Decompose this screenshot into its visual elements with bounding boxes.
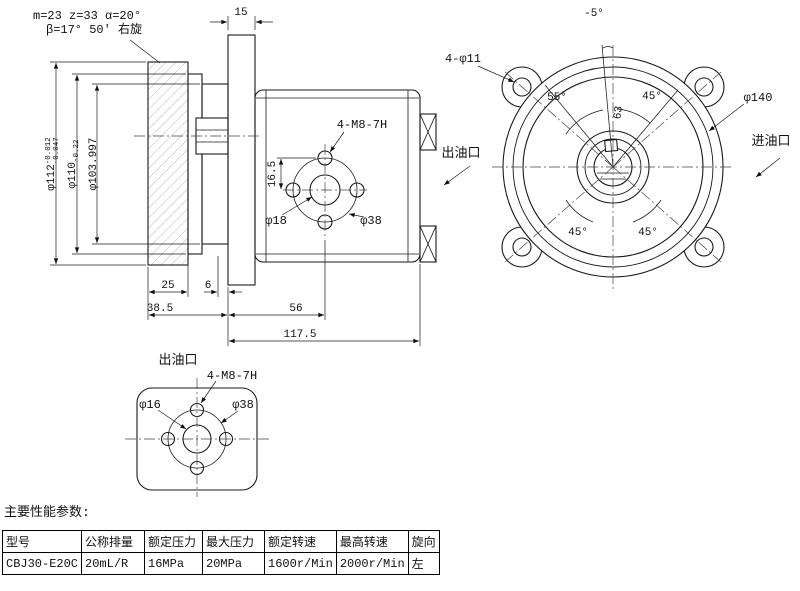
dim-6-label: 6: [205, 280, 212, 292]
dim-phi110-label: φ110-0.22: [67, 140, 81, 189]
dim-phi103-label: φ103.997: [88, 138, 100, 191]
cell-rotation: 左: [407, 552, 440, 575]
label-phi38-port: φ38: [232, 398, 254, 412]
dim-phi112-base: φ112: [46, 164, 58, 190]
port-view-leaders: [157, 380, 239, 430]
side-view-centerlines: [134, 135, 367, 238]
label-4phi11: 4-φ11: [445, 52, 481, 66]
dim-phi110-sub: -0.22: [73, 140, 81, 163]
cell-max-pressure: 20MPa: [202, 552, 266, 575]
dim-phi112-sup: -0.012: [45, 137, 53, 164]
col-header-max-pressure: 最大压力: [202, 530, 266, 553]
col-header-rated-pressure: 额定压力: [144, 530, 204, 553]
label-phi18: φ18: [265, 214, 287, 228]
angle-45-top-label: 45°: [642, 91, 662, 103]
col-header-displacement: 公称排量: [81, 530, 146, 553]
side-view-leaders: [129, 39, 365, 218]
front-view-leaders: [443, 65, 781, 186]
port-view-centerlines: [125, 378, 269, 497]
technical-drawing: m=23 z=33 α=20° β=17° 50′ 右旋 15 φ112-0.0…: [33, 7, 791, 497]
cell-rated-pressure: 16MPa: [144, 552, 204, 575]
table-caption: 主要性能参数:: [4, 505, 90, 520]
dim-15-label: 15: [234, 7, 247, 19]
dim-56-label: 56: [289, 303, 302, 315]
cell-max-speed: 2000r/Min: [335, 552, 409, 575]
label-4m8-7h-port: 4-M8-7H: [207, 369, 257, 383]
spec-header-row: 型号 公称排量 额定压力 最大压力 额定转速 最高转速 旋向: [1, 530, 440, 553]
port-outlet-label: 出油口: [158, 353, 197, 368]
side-view-dimensions: [50, 16, 421, 346]
inlet-port-label: 进油口: [751, 134, 790, 149]
gear-note-line2: β=17° 50′ 右旋: [46, 21, 142, 37]
label-4m8-7h-side: 4-M8-7H: [337, 118, 387, 132]
label-phi16: φ16: [139, 398, 161, 412]
side-view-geometry: [147, 34, 437, 286]
label-phi140: φ140: [744, 91, 773, 105]
drawing-labels: m=23 z=33 α=20° β=17° 50′ 右旋 15 φ112-0.0…: [33, 7, 791, 412]
angle-45-br-label: 45°: [638, 227, 658, 239]
dim-25-label: 25: [161, 280, 174, 292]
dim-16-5-label: 16.5: [267, 161, 279, 187]
dim-phi112-sub: -0.047: [53, 137, 61, 164]
label-phi38-side: φ38: [360, 214, 382, 228]
col-header-model: 型号: [1, 530, 83, 553]
cell-displacement: 20mL/R: [81, 552, 146, 575]
spec-value-row: CBJ30-E20C 20mL/R 16MPa 20MPa 1600r/Min …: [1, 552, 440, 575]
col-header-rotation: 旋向: [407, 530, 440, 553]
gear-note-line1: m=23 z=33 α=20°: [33, 9, 141, 23]
spec-table: 型号 公称排量 额定压力 最大压力 额定转速 最高转速 旋向 CBJ30-E20…: [1, 530, 440, 575]
angle-55-label: 55°: [547, 92, 567, 104]
dim-117-5-label: 117.5: [283, 329, 316, 341]
front-view-centerlines: [492, 45, 734, 292]
dim-38-5-label: 38.5: [147, 303, 173, 315]
dim-minus5-label: -5°: [584, 8, 604, 20]
cell-model: CBJ30-E20C: [1, 552, 83, 575]
outlet-port-label: 出油口: [441, 146, 480, 161]
dim-phi110-base: φ110: [67, 162, 79, 188]
cell-rated-speed: 1600r/Min: [264, 552, 337, 575]
col-header-rated-speed: 额定转速: [264, 530, 337, 553]
dim-63-label: 63: [612, 105, 626, 120]
angle-45-bl-label: 45°: [568, 227, 588, 239]
col-header-max-speed: 最高转速: [335, 530, 409, 553]
dim-phi112-label: φ112-0.012-0.047: [45, 137, 61, 190]
